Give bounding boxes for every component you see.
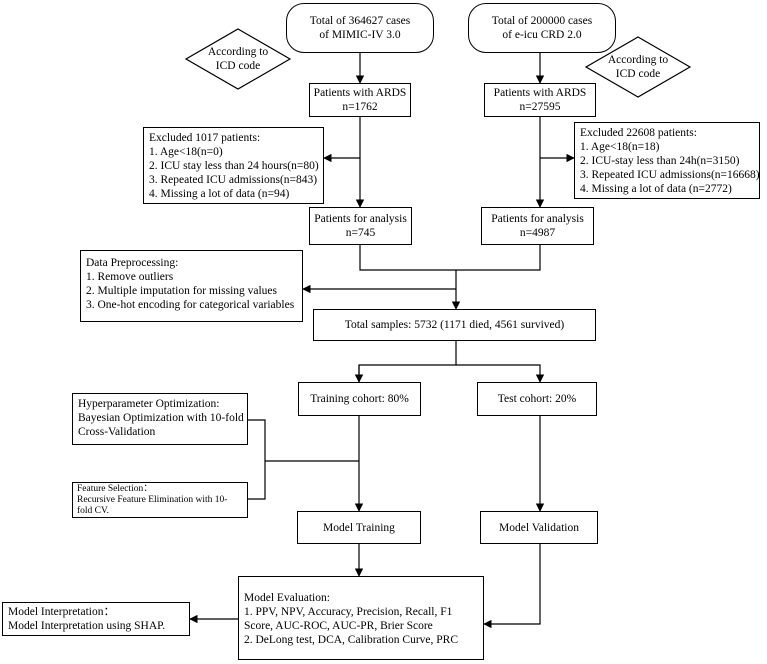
hyperparameter-box: Hyperparameter Optimization: Bayesian Op… bbox=[72, 393, 248, 445]
interpretation-box: Model Interpretation： Model Interpretati… bbox=[2, 602, 190, 636]
model-evaluation-box: Model Evaluation: 1. PPV, NPV, Accuracy,… bbox=[238, 576, 484, 660]
eicu-total-box: Total of 200000 cases of e-icu CRD 2.0 bbox=[468, 3, 616, 53]
mimic-total-box: Total of 364627 cases of MIMIC-IV 3.0 bbox=[286, 3, 434, 53]
model-training-box: Model Training bbox=[297, 511, 421, 544]
mimic-analysis-box: Patients for analysis n=745 bbox=[309, 207, 412, 245]
preprocessing-box: Data Preprocessing: 1. Remove outliers 2… bbox=[80, 250, 303, 322]
icd-decision-right-label: According to ICD code bbox=[607, 54, 669, 80]
model-validation-box: Model Validation bbox=[480, 511, 598, 544]
bracket-optimization bbox=[248, 419, 266, 500]
icd-decision-left bbox=[184, 28, 292, 90]
total-samples-box: Total samples: 5732 (1171 died, 4561 sur… bbox=[313, 309, 596, 341]
icd-decision-left-label: According to ICD code bbox=[207, 46, 269, 72]
training-cohort-box: Training cohort: 80% bbox=[298, 382, 421, 416]
connector-split-right bbox=[456, 364, 545, 383]
mimic-excluded-box: Excluded 1017 patients: 1. Age<18(n=0) 2… bbox=[143, 127, 324, 204]
icd-decision-right bbox=[584, 36, 692, 98]
eicu-analysis-box: Patients for analysis n=4987 bbox=[481, 207, 594, 245]
connector-split bbox=[358, 341, 457, 382]
connector-mimic-analysis-merge bbox=[359, 245, 541, 271]
eicu-excluded-box: Excluded 22608 patients: 1. Age<18(n=18)… bbox=[574, 122, 760, 199]
feature-selection-box: Feature Selection： Recursive Feature Eli… bbox=[72, 482, 248, 518]
eicu-ards-box: Patients with ARDS n=27595 bbox=[484, 83, 596, 117]
test-cohort-box: Test cohort: 20% bbox=[477, 382, 597, 416]
mimic-ards-box: Patients with ARDS n=1762 bbox=[309, 83, 411, 117]
arrow-validation-to-evaluation bbox=[483, 544, 541, 629]
